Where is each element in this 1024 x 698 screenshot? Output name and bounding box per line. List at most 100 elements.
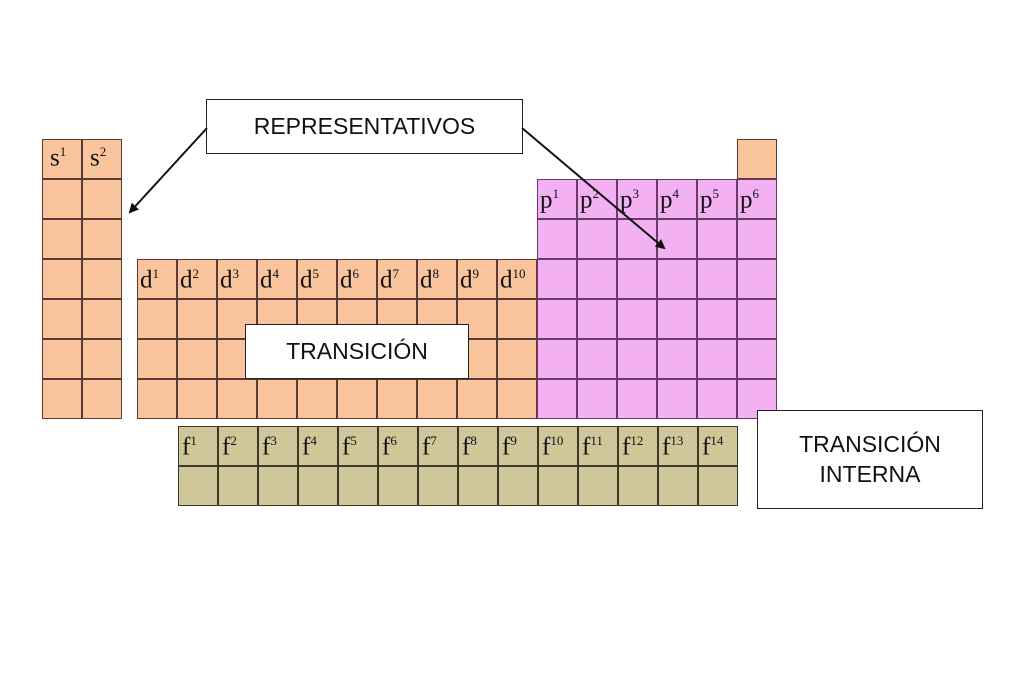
f-header-7-letter: f [422, 433, 431, 461]
d-header-8: d8 [420, 267, 439, 292]
d-header-9-letter: d [460, 266, 473, 294]
p-header-3: p3 [620, 187, 639, 212]
d-block-cell [497, 259, 537, 299]
p-block-cell [657, 219, 697, 259]
f-block-cell [258, 466, 298, 506]
f-header-12: f12 [622, 434, 643, 459]
f-header-13-superscript: 13 [670, 433, 684, 448]
s-header-1-superscript: 1 [59, 144, 67, 159]
f-block-cell [178, 466, 218, 506]
transicion-label: TRANSICIÓN [286, 337, 428, 364]
p-block-cell [657, 299, 697, 339]
d-header-10-letter: d [500, 266, 513, 294]
p-block-cell [697, 299, 737, 339]
p-block-cell [737, 179, 777, 219]
d-header-2-superscript: 2 [192, 266, 200, 281]
transicion-interna-label-box: TRANSICIÓN INTERNA [757, 410, 983, 509]
s-block-cell [42, 259, 82, 299]
p-header-5-letter: p [700, 186, 713, 214]
f-header-5-superscript: 5 [350, 433, 357, 448]
arrow-to-s-block [128, 127, 208, 214]
f-header-1-superscript: 1 [190, 433, 197, 448]
f-header-5-letter: f [342, 433, 351, 461]
f-block-cell [418, 466, 458, 506]
d-block-cell [377, 259, 417, 299]
f-block-cell [578, 466, 618, 506]
s-header-2-letter: s [90, 144, 100, 172]
f-header-10: f10 [542, 434, 563, 459]
f-block-cell [578, 426, 618, 466]
f-header-2-superscript: 2 [230, 433, 237, 448]
s-block-cell [82, 339, 122, 379]
p-block-cell [537, 379, 577, 419]
d-block-cell [257, 259, 297, 299]
s-block-cell [82, 179, 122, 219]
s-block-cell [82, 379, 122, 419]
f-header-12-superscript: 12 [630, 433, 644, 448]
f-header-3-letter: f [262, 433, 271, 461]
d-block-cell [177, 379, 217, 419]
d-header-4-superscript: 4 [272, 266, 280, 281]
s-header-1-letter: s [50, 144, 60, 172]
f-header-5: f5 [342, 434, 357, 459]
p-header-4-superscript: 4 [672, 186, 680, 201]
d-header-5: d5 [300, 267, 319, 292]
d-header-3: d3 [220, 267, 239, 292]
d-block-cell [417, 259, 457, 299]
helium-cell [737, 139, 777, 179]
p-header-2-superscript: 2 [592, 186, 600, 201]
f-header-14-letter: f [702, 433, 711, 461]
s-block-cell [42, 139, 82, 179]
s-header-2-superscript: 2 [99, 144, 107, 159]
f-header-14-superscript: 14 [710, 433, 724, 448]
d-header-10-superscript: 10 [512, 266, 526, 281]
d-header-7-letter: d [380, 266, 393, 294]
f-header-1: f1 [182, 434, 197, 459]
p-block-cell [657, 379, 697, 419]
d-header-5-superscript: 5 [312, 266, 320, 281]
p-block-cell [697, 259, 737, 299]
p-block-cell [577, 259, 617, 299]
d-block-cell [217, 259, 257, 299]
d-header-6-superscript: 6 [352, 266, 360, 281]
f-header-9-superscript: 9 [510, 433, 517, 448]
transicion-interna-label-line2: INTERNA [819, 460, 921, 487]
d-header-1-letter: d [140, 266, 153, 294]
f-block-cell [258, 426, 298, 466]
p-block-cell [697, 179, 737, 219]
d-header-10: d10 [500, 267, 526, 292]
f-block-cell [618, 466, 658, 506]
f-header-11-superscript: 11 [590, 433, 603, 448]
d-block-cell [177, 299, 217, 339]
f-header-12-letter: f [622, 433, 631, 461]
d-header-1: d1 [140, 267, 159, 292]
f-header-14: f14 [702, 434, 723, 459]
d-block-cell [337, 259, 377, 299]
s-block-cell [42, 379, 82, 419]
p-block-cell [737, 219, 777, 259]
representativos-label-box: REPRESENTATIVOS [206, 99, 523, 154]
p-block-cell [537, 219, 577, 259]
f-block-cell [378, 426, 418, 466]
p-block-cell [577, 179, 617, 219]
f-block-cell [338, 466, 378, 506]
d-header-9-superscript: 9 [472, 266, 480, 281]
f-header-4-superscript: 4 [310, 433, 317, 448]
f-block-cell [218, 466, 258, 506]
p-block-cell [577, 299, 617, 339]
p-header-1-superscript: 1 [552, 186, 560, 201]
s-block-cell [82, 219, 122, 259]
p-header-2-letter: p [580, 186, 593, 214]
p-block-cell [617, 339, 657, 379]
f-header-4: f4 [302, 434, 317, 459]
f-header-7-superscript: 7 [430, 433, 437, 448]
d-header-8-superscript: 8 [432, 266, 440, 281]
p-header-5: p5 [700, 187, 719, 212]
f-block-cell [458, 426, 498, 466]
f-block-cell [338, 426, 378, 466]
f-block-cell [458, 466, 498, 506]
s-block-cell [42, 219, 82, 259]
f-header-9-letter: f [502, 433, 511, 461]
d-header-4: d4 [260, 267, 279, 292]
d-block-cell [337, 379, 377, 419]
